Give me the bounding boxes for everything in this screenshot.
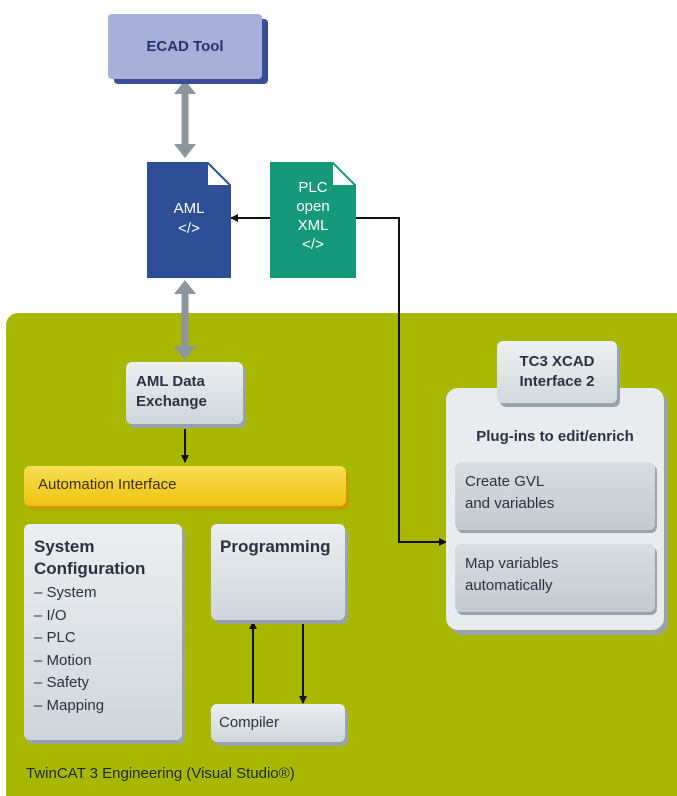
- system-config-item: – Safety: [34, 674, 90, 691]
- system-config-item: – I/O: [34, 606, 67, 624]
- aml-exchange-line1: AML Data: [136, 373, 205, 390]
- programming-box: Programming: [211, 524, 345, 620]
- ecad-aml-arrow: [174, 80, 196, 158]
- plc-to-xcad-arrow: [356, 217, 447, 546]
- plc-doc-line3: XML: [297, 217, 329, 234]
- aml-doc-line2: </>: [178, 220, 200, 237]
- plugin1-line1: Create GVL: [465, 473, 545, 490]
- system-config-item: – Mapping: [34, 696, 105, 714]
- plc-doc-line1: PLC: [298, 179, 328, 196]
- programming-label: Programming: [220, 537, 331, 556]
- xcad-title-line1: TC3 XCAD: [519, 353, 595, 370]
- plugin1-line2: and variables: [465, 495, 555, 512]
- ecad-tool-label: ECAD Tool: [146, 38, 224, 55]
- system-config-item: – System: [34, 584, 97, 601]
- xcad-subtitle: Plug-ins to edit/enrich: [476, 428, 634, 445]
- plugin2-line1: Map variables: [465, 555, 559, 572]
- aml-exchange-arrow: [174, 280, 196, 360]
- system-config-item: – Motion: [34, 651, 92, 669]
- system-config-title-line1: System: [34, 537, 95, 556]
- system-config-item: – PLC: [34, 629, 76, 646]
- system-configuration-box: System Configuration – System – I/O – PL…: [24, 524, 182, 740]
- plc-doc-line4: </>: [302, 236, 324, 253]
- plugin-map-variables-box: Map variables automatically: [455, 544, 655, 612]
- plugin-create-gvl-box: Create GVL and variables: [455, 462, 655, 530]
- aml-exchange-line2: Exchange: [136, 393, 207, 410]
- plc-doc-line2: open: [296, 198, 330, 215]
- ecad-tool-box: ECAD Tool: [108, 14, 262, 79]
- system-config-title-line2: Configuration: [34, 559, 146, 578]
- compiler-label: Compiler: [219, 714, 280, 731]
- automation-interface-bar: Automation Interface: [24, 466, 346, 506]
- compiler-box: Compiler: [211, 704, 345, 742]
- aml-data-exchange-box: AML Data Exchange: [126, 362, 243, 424]
- automation-interface-label: Automation Interface: [38, 476, 177, 493]
- plcopen-xml-document-icon: PLC open XML </>: [270, 162, 356, 278]
- footer-label: TwinCAT 3 Engineering (Visual Studio®): [26, 765, 295, 782]
- aml-doc-line1: AML: [173, 200, 205, 217]
- plugin2-line2: automatically: [465, 577, 553, 594]
- xcad-title-line2: Interface 2: [519, 373, 595, 390]
- xcad-title-box: TC3 XCAD Interface 2: [497, 341, 617, 403]
- aml-document-icon: AML </>: [147, 162, 231, 278]
- twincat-engineering-label: TwinCAT 3 Engineering (Visual Studio®): [26, 765, 295, 782]
